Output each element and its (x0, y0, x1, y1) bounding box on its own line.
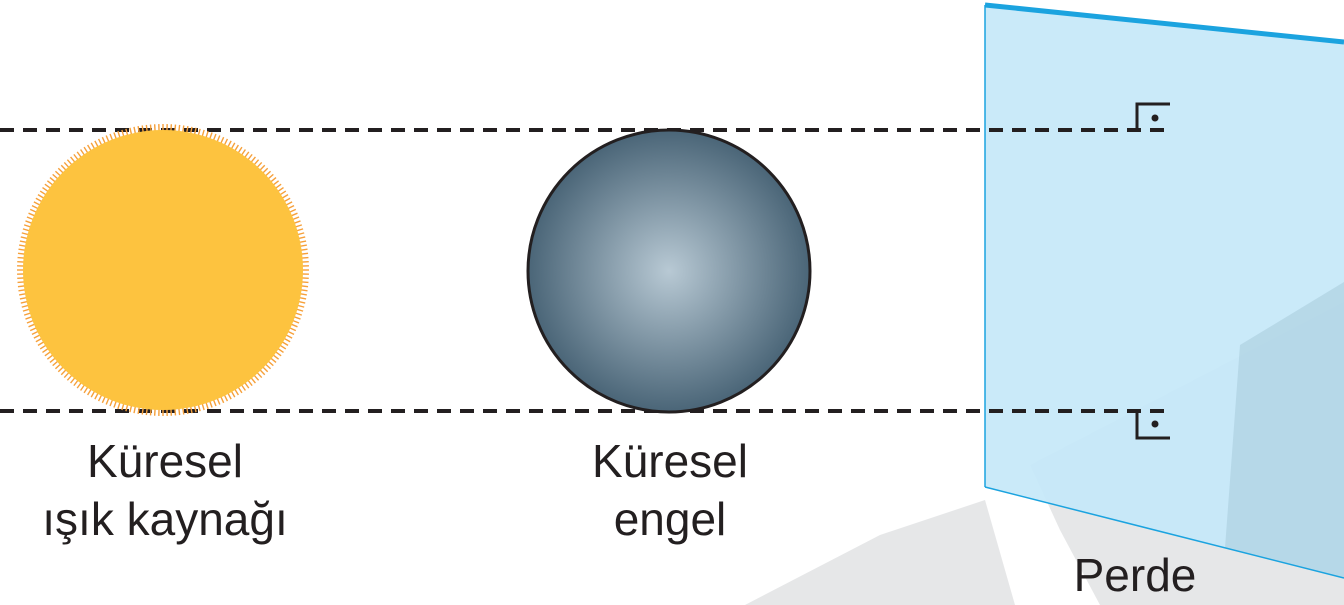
obstacle-sphere-icon (528, 130, 810, 412)
obstacle-label-line2: engel (540, 490, 800, 548)
obstacle-label-line1: Küresel (540, 432, 800, 490)
light-source-label: Küresel ışık kaynağı (20, 432, 310, 548)
screen-label: Perde (1040, 546, 1230, 604)
obstacle-label: Küresel engel (540, 432, 800, 548)
light-source-label-line1: Küresel (20, 432, 310, 490)
screen-label-text: Perde (1040, 546, 1230, 604)
light-source-disc (23, 130, 303, 410)
light-source-label-line2: ışık kaynağı (20, 490, 310, 548)
light-source-sun-icon (17, 124, 309, 416)
screen (985, 5, 1344, 578)
